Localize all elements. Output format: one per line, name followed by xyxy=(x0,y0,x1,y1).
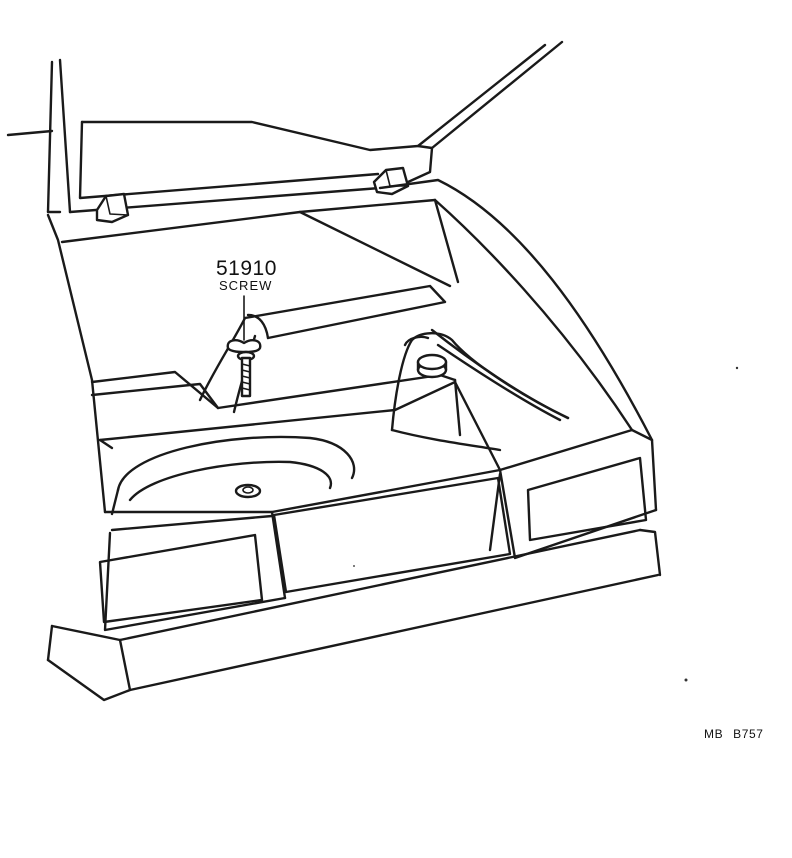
print-specks xyxy=(353,366,739,682)
license-plate-recess xyxy=(272,476,512,594)
jack-cap xyxy=(416,353,448,379)
wing-screw-part xyxy=(226,295,262,398)
hatch-hinge-right xyxy=(372,166,410,196)
rear-bumper xyxy=(46,528,662,702)
tool-storage-pocket xyxy=(390,332,570,452)
spare-tire-well xyxy=(110,435,356,516)
spare-tire-hold-down-nut xyxy=(234,483,262,499)
hatch-hinge-left xyxy=(95,192,130,224)
part-number-label: 51910 xyxy=(216,257,277,280)
rear-panel xyxy=(103,468,658,632)
figure-reference-code: MB B757 xyxy=(704,727,764,741)
hatch-door xyxy=(6,40,564,214)
tail-lamp-right xyxy=(526,456,648,542)
tail-lamp-left xyxy=(98,533,264,624)
body-opening-frame xyxy=(46,178,658,514)
part-name-label: SCREW xyxy=(219,278,273,293)
